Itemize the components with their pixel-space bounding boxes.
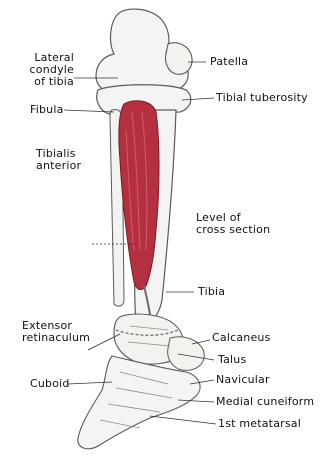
label-tibia: Tibia — [198, 286, 225, 298]
label-navicular: Navicular — [216, 374, 270, 386]
patella-bone — [165, 43, 192, 75]
label-first-metatarsal: 1st metatarsal — [218, 418, 301, 430]
label-cuboid: Cuboid — [30, 378, 70, 390]
calcaneus-bone — [168, 337, 205, 371]
leader-first-metatarsal — [150, 416, 216, 424]
label-fibula: Fibula — [30, 104, 64, 116]
label-talus: Talus — [218, 354, 246, 366]
label-medial-cuneiform: Medial cuneiform — [216, 396, 314, 408]
label-calcaneus: Calcaneus — [212, 332, 271, 344]
label-patella: Patella — [210, 56, 248, 68]
label-tibial-tuberosity: Tibial tuberosity — [216, 92, 308, 104]
